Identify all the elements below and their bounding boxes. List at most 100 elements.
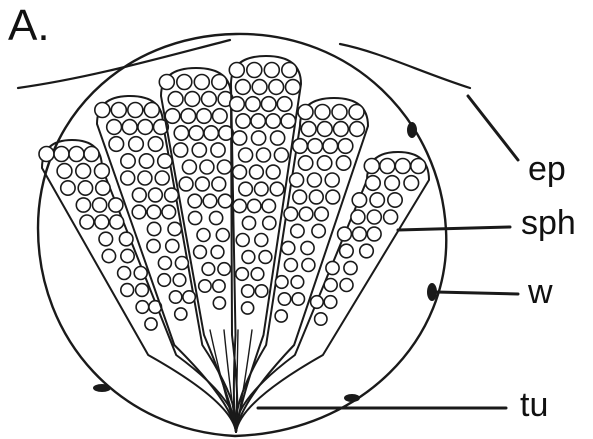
sphere-cell xyxy=(211,143,225,157)
sphere-cell xyxy=(284,259,297,272)
sphere-cell xyxy=(266,114,280,128)
sphere-cell xyxy=(197,229,210,242)
label-sph: sph xyxy=(521,206,576,240)
sphere-cell xyxy=(326,190,340,204)
sphere-cell xyxy=(233,199,246,212)
sphere-cell xyxy=(168,222,181,235)
sphere-cell xyxy=(370,193,384,207)
sphere-cell xyxy=(118,267,131,280)
sphere-cell xyxy=(274,148,288,162)
sphere-cell xyxy=(292,293,304,305)
label-w: w xyxy=(528,275,553,309)
sphere-cell xyxy=(147,205,161,219)
sphere-cell xyxy=(282,241,295,254)
sphere-cell xyxy=(353,227,367,241)
sphere-cell xyxy=(236,268,249,281)
sphere-cell xyxy=(251,114,265,128)
sphere-cell xyxy=(134,267,147,280)
sphere-cell xyxy=(158,257,171,270)
sphere-cell xyxy=(308,139,323,154)
sphere-cell xyxy=(344,261,357,274)
sphere-cell xyxy=(197,109,212,124)
sphere-cell xyxy=(236,114,250,128)
sphere-cell xyxy=(269,80,284,95)
sphere-cell xyxy=(61,181,75,195)
label-ep: ep xyxy=(528,152,566,186)
sphere-cell xyxy=(261,97,276,112)
sphere-cell xyxy=(211,246,224,259)
sphere-cell xyxy=(302,259,315,272)
sphere-cell xyxy=(263,216,276,229)
sphere-cell xyxy=(174,143,188,157)
sphere-cell xyxy=(76,198,90,212)
sphere-cell xyxy=(202,263,215,276)
sphere-cell xyxy=(218,263,231,276)
sphere-cell xyxy=(69,147,84,162)
sphere-cell xyxy=(317,156,331,170)
sphere-cell xyxy=(278,293,290,305)
sphere-cell xyxy=(217,160,231,174)
sphere-cell xyxy=(213,109,228,124)
sphere-cell xyxy=(213,280,225,292)
sphere-cell xyxy=(291,224,304,237)
sphere-cell xyxy=(216,229,229,242)
sphere-cell xyxy=(298,105,313,120)
sphere-cell xyxy=(129,137,144,152)
sphere-cell xyxy=(95,215,109,229)
sphere-cell xyxy=(360,244,374,258)
sphere-cell xyxy=(277,97,292,112)
sphere-cell xyxy=(351,210,365,224)
sphere-cell xyxy=(147,239,160,252)
wall-thickening xyxy=(407,122,417,138)
sphere-cell xyxy=(242,216,255,229)
sphere-cell xyxy=(95,164,110,179)
sphere-cell xyxy=(132,188,146,202)
sphere-cell xyxy=(196,177,210,191)
sphere-cell xyxy=(332,105,347,120)
sphere-cell xyxy=(236,80,251,95)
sphere-cell xyxy=(242,285,254,297)
sphere-cell xyxy=(380,159,395,174)
sphere-cell xyxy=(385,176,400,191)
sph-leader-line xyxy=(398,227,510,230)
sphere-cell xyxy=(194,75,209,90)
w-leader-line xyxy=(436,292,518,294)
sphere-cell xyxy=(189,211,202,224)
sphere-cell xyxy=(188,194,202,208)
sphere-cell xyxy=(93,198,107,212)
sphere-cell xyxy=(315,313,327,325)
sphere-cell xyxy=(173,274,186,287)
sphere-cell xyxy=(239,148,253,162)
panel-label: A. xyxy=(8,4,50,48)
sphere-cell xyxy=(404,176,419,191)
sphere-cell xyxy=(158,154,172,168)
sphere-cell xyxy=(254,182,268,196)
sphere-cell xyxy=(264,63,279,78)
sphere-cell xyxy=(121,284,134,297)
sphere-cell xyxy=(340,279,353,292)
sphere-cell xyxy=(194,246,207,259)
sphere-cell xyxy=(99,232,113,246)
sphere-cell xyxy=(250,165,264,179)
sphere-cell xyxy=(275,310,287,322)
sphere-cell xyxy=(233,131,247,145)
wall-thickening xyxy=(344,394,360,402)
sphere-cell xyxy=(147,222,160,235)
sphere-cell xyxy=(132,205,146,219)
sphere-cell xyxy=(218,194,232,208)
sphere-cell xyxy=(350,122,365,137)
sphere-cell xyxy=(326,261,339,274)
sphere-cell xyxy=(203,194,217,208)
sphere-cell xyxy=(174,126,188,140)
sphere-cell xyxy=(255,285,267,297)
sphere-cell xyxy=(107,120,122,135)
sphere-cell xyxy=(109,137,124,152)
sphere-cell xyxy=(175,308,187,320)
sphere-cell xyxy=(155,171,169,185)
sphere-cell xyxy=(121,171,135,185)
sphere-cell xyxy=(395,159,410,174)
sphere-cell xyxy=(159,75,174,90)
sphere-cell xyxy=(39,147,54,162)
sphere-cell xyxy=(246,97,261,112)
sphere-cell xyxy=(179,177,193,191)
